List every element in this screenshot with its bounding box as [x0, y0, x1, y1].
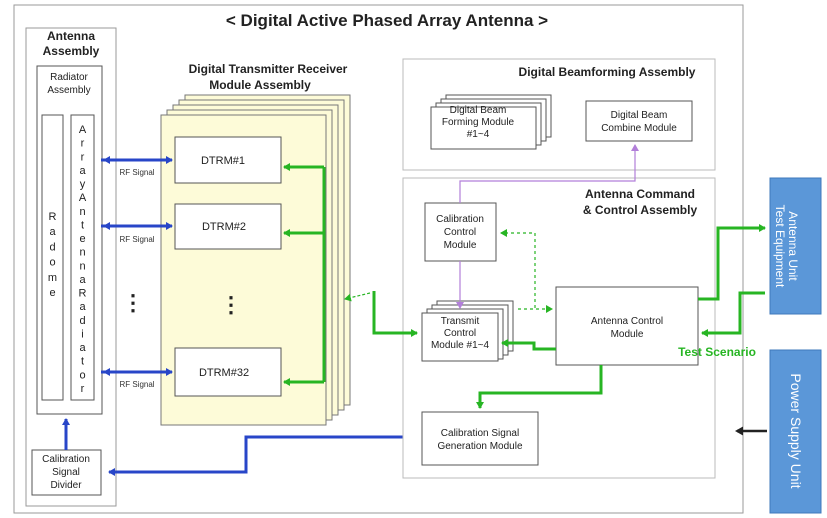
array-text-letter: a — [79, 274, 86, 286]
dtrm-module-32 — [174, 347, 282, 397]
radiator-assembly-label-2: Assembly — [47, 85, 90, 96]
array-text-letter: i — [81, 328, 83, 340]
acm-label-1: Antenna Control — [591, 316, 663, 327]
dtrm-module-1 — [174, 136, 282, 184]
rf-signal-label-3: RF Signal — [119, 380, 154, 389]
transmit-control-module-stack — [421, 312, 499, 362]
command-control-assembly: Antenna Command & Control Assembly Calib… — [402, 177, 716, 479]
dtrm-ellipsis: ⋮ — [220, 292, 242, 317]
transmit-label-3: Module #1~4 — [431, 340, 490, 351]
dbf-combine-label-2: Combine Module — [601, 123, 677, 134]
test-equipment-label-1: Antenna Unit — [786, 211, 800, 281]
acm-to-calgen — [476, 365, 603, 409]
array-text-letter: r — [81, 138, 85, 150]
test-equipment-label-2: Test Equipment — [773, 205, 787, 288]
cal-control-label-2: Control — [444, 227, 476, 238]
antenna-assembly-title-1: Antenna — [47, 29, 95, 43]
acm-to-test-equipment — [698, 224, 766, 301]
dtrm-module-2-label: DTRM#2 — [202, 221, 246, 233]
radome-text-letter: m — [48, 272, 57, 284]
calibration-control-module — [424, 202, 497, 262]
radome — [41, 114, 64, 401]
transmit-label-2: Control — [444, 328, 476, 339]
command-control-title-1: Antenna Command — [585, 187, 695, 201]
dbf-combine-module — [585, 100, 693, 142]
rf-signal-links: RF Signal RF Signal RF Signal — [101, 156, 173, 389]
rf-signal-label-2: RF Signal — [119, 235, 154, 244]
acm-to-transmit — [501, 339, 556, 351]
calibration-signal-path — [108, 435, 420, 476]
power-supply-label: Power Supply Unit — [788, 373, 804, 488]
array-text-letter: r — [81, 383, 85, 395]
green-dotted-dtrm — [344, 292, 371, 302]
antenna-control-module — [555, 286, 699, 366]
dbf-module-label-3: #1~4 — [467, 129, 490, 140]
array-text-letter: n — [79, 247, 85, 259]
calibration-signal-generation-module — [421, 411, 539, 466]
transmit-label-1: Transmit — [441, 316, 480, 327]
dtrm-module-1-label: DTRM#1 — [201, 155, 245, 167]
array-text-letter: A — [79, 192, 87, 204]
calgen-label-2: Generation Module — [437, 441, 522, 452]
cal-control-label-3: Module — [444, 240, 477, 251]
radome-text-letter: d — [49, 241, 55, 253]
calibration-signal-divider — [31, 449, 102, 496]
command-control-title-2: & Control Assembly — [583, 203, 698, 217]
cal-control-label-1: Calibration — [436, 214, 484, 225]
diagram-title: < Digital Active Phased Array Antenna > — [226, 11, 548, 30]
antenna-assembly: Antenna Assembly Radiator Assembly Radom… — [25, 27, 117, 507]
dtrm-assembly-title-2: Module Assembly — [209, 78, 311, 92]
test-equipment-to-acm — [701, 291, 765, 337]
array-text-letter: R — [79, 288, 87, 300]
cal-divider-label-3: Divider — [50, 480, 82, 491]
radome-text-letter: o — [49, 257, 55, 269]
array-text-letter: e — [79, 233, 85, 245]
dbf-module-label-2: Forming Module — [442, 117, 515, 128]
array-text-letter: n — [79, 206, 85, 218]
dtrm-assembly-title-1: Digital Transmitter Receiver — [189, 62, 348, 76]
beamforming-assembly: Digital Beamforming Assembly Digital Bea… — [402, 58, 716, 171]
cal-divider-label-2: Signal — [52, 467, 80, 478]
dbf-combine-label-1: Digital Beam — [611, 110, 668, 121]
acm-label-2: Module — [611, 329, 644, 340]
dtrm-assembly: Digital Transmitter Receiver Module Asse… — [160, 62, 351, 426]
green-dotted-cal — [500, 229, 536, 308]
array-text-letter: a — [79, 342, 86, 354]
array-text-letter: t — [81, 219, 84, 231]
array-text-letter: a — [79, 165, 86, 177]
antenna-assembly-title-2: Assembly — [43, 44, 100, 58]
test-equipment-box — [769, 177, 822, 315]
array-text-letter: n — [79, 260, 85, 272]
dbf-module-stack — [430, 106, 537, 150]
rf-signal-label-1: RF Signal — [119, 168, 154, 177]
dtrm-module-32-label: DTRM#32 — [199, 367, 249, 379]
array-text-letter: d — [79, 315, 85, 327]
radome-text-letter: e — [49, 287, 55, 299]
dtrm-green-bus — [283, 163, 418, 386]
radome-text-letter: R — [49, 211, 57, 223]
array-text-letter: a — [79, 301, 86, 313]
cal-divider-label-1: Calibration — [42, 454, 90, 465]
dbf-module-label-1: Digital Beam — [450, 105, 507, 116]
array-text-letter: o — [79, 369, 85, 381]
array-text-letter: t — [81, 356, 84, 368]
radiator-assembly-label-1: Radiator — [50, 72, 88, 83]
array-antenna-radiator — [70, 114, 95, 401]
array-text-letter: y — [80, 179, 86, 191]
dtrm-module-2 — [174, 203, 282, 250]
beamforming-title: Digital Beamforming Assembly — [519, 65, 696, 79]
test-scenario-label: Test Scenario — [678, 345, 756, 359]
calgen-label-1: Calibration Signal — [441, 428, 519, 439]
purple-link-combine — [459, 144, 639, 203]
dtrm-ellipsis-left: ⋮ — [122, 290, 144, 315]
array-text-letter: A — [79, 124, 87, 136]
power-supply-box — [769, 349, 822, 514]
array-text-letter: r — [81, 151, 85, 163]
radome-text-letter: a — [49, 226, 56, 238]
